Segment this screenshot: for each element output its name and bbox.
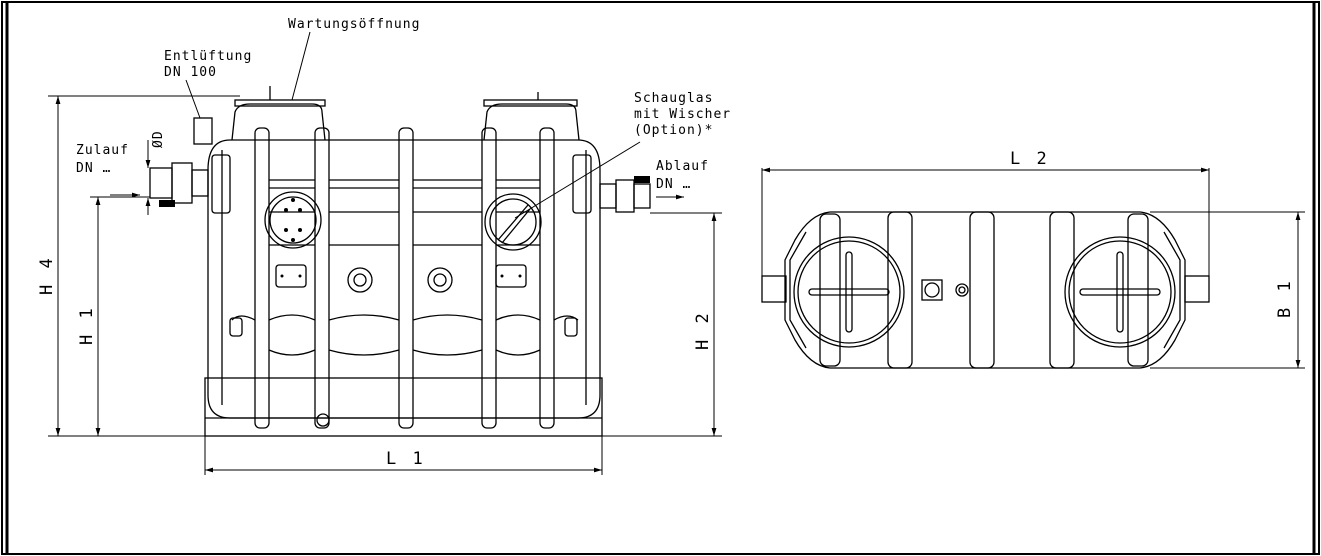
front-view-details [159, 176, 650, 278]
label-entlueftung-dn: DN 100 [164, 65, 217, 80]
label-zulauf-dn: DN … [76, 161, 111, 176]
dimension-h2: H 2 [693, 310, 713, 350]
dimension-l2: L 2 [1010, 149, 1050, 169]
label-wartungsoeffnung: Wartungsöffnung [288, 17, 420, 32]
top-view-tank [761, 211, 1210, 369]
label-zulauf: Zulauf [76, 143, 129, 158]
label-schauglas-option: (Option)* [634, 123, 713, 138]
dimension-b1: B 1 [1275, 278, 1295, 318]
label-entlueftung: Entlüftung [164, 49, 252, 64]
top-view-dimensions [761, 167, 1305, 369]
front-view-dimensions [48, 31, 722, 475]
dimension-l1: L 1 [386, 449, 426, 469]
labels: Wartungsöffnung Entlüftung DN 100 Schaug… [37, 17, 1295, 469]
dimension-h1: H 1 [77, 305, 97, 345]
label-schauglas: Schauglas [634, 91, 713, 106]
label-od: ØD [151, 130, 166, 148]
front-view-tank [149, 86, 651, 437]
label-ablauf: Ablauf [656, 159, 709, 174]
dimension-h4: H 4 [37, 255, 57, 295]
label-ablauf-dn: DN … [656, 177, 691, 192]
label-schauglas-wischer: mit Wischer [634, 107, 731, 122]
